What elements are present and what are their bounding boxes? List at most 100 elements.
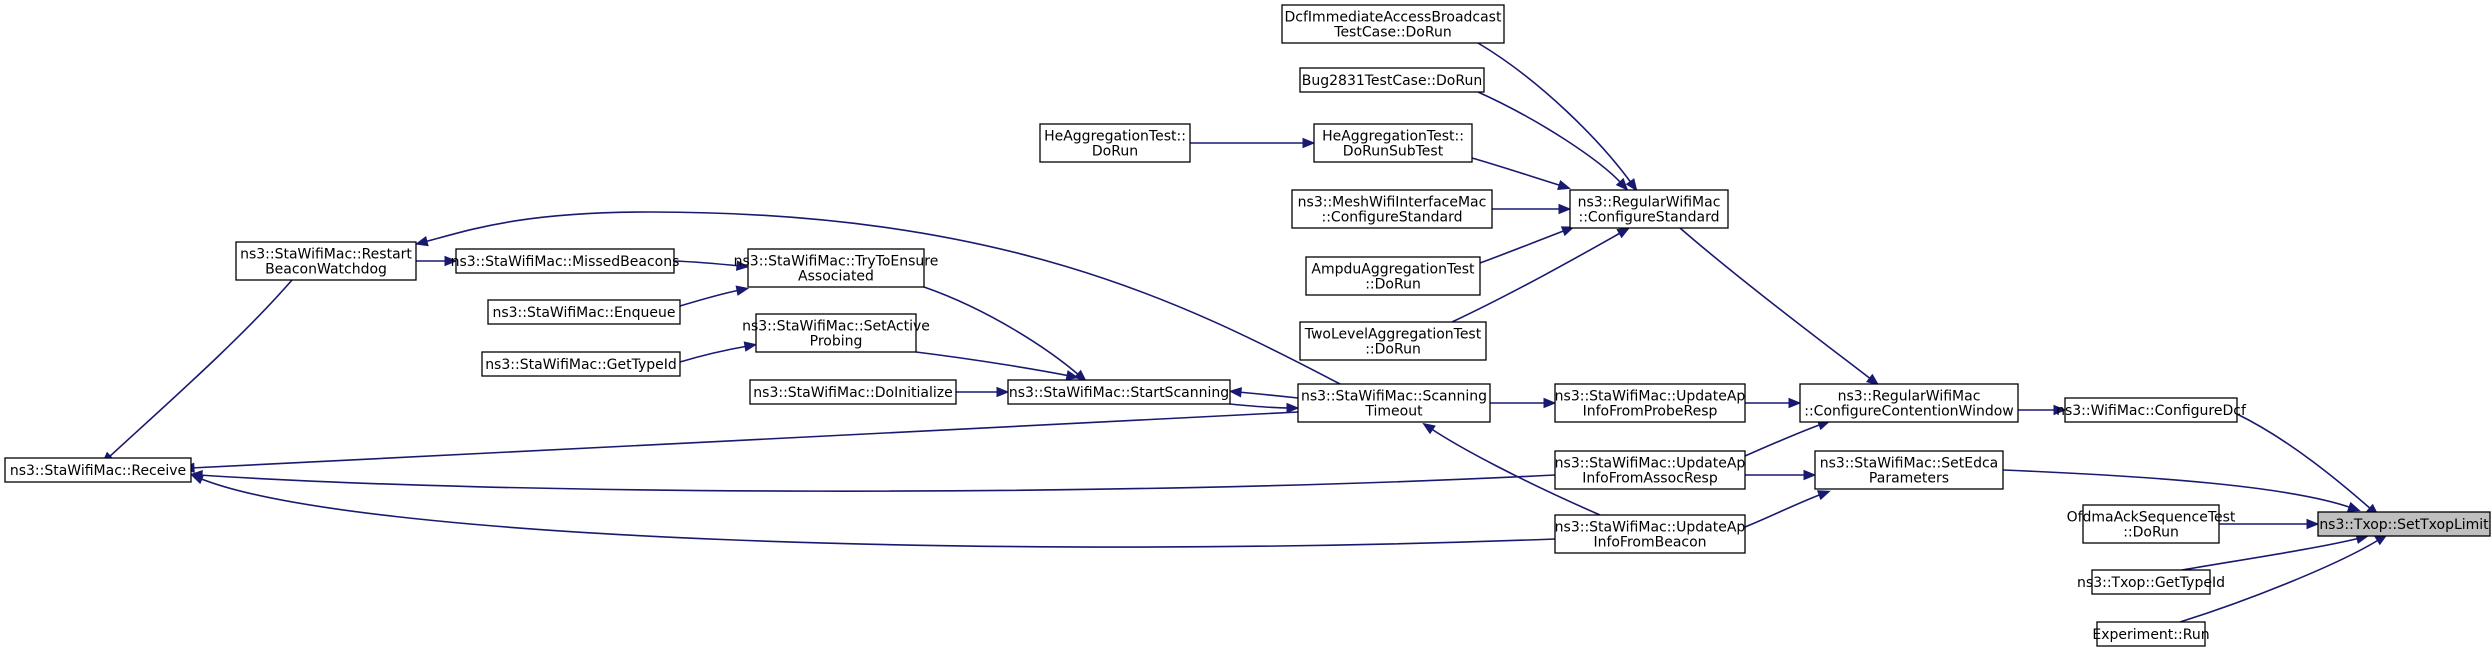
arrowhead-icon [1557, 179, 1571, 190]
node-box [1281, 4, 1505, 44]
node-settxoplimit: ns3::Txop::SetTxopLimit [2317, 511, 2491, 537]
node-box [2096, 621, 2206, 647]
node-startscanning[interactable]: ns3::StaWifiMac::StartScanning [1007, 379, 1231, 405]
arrowhead-icon [735, 260, 750, 271]
arrowhead-icon [1866, 373, 1880, 386]
edge-bug2831-to-configurestandard [1477, 91, 1629, 191]
node-label: ::ConfigureStandard [1322, 210, 1463, 226]
node-label: DoRun [1092, 144, 1138, 160]
node-box [749, 379, 957, 405]
arrowhead-icon [1803, 469, 1817, 481]
arrowhead-icon [996, 386, 1010, 398]
node-stagettypeid[interactable]: ns3::StaWifiMac::GetTypeId [481, 351, 681, 377]
node-label: ns3::StaWifiMac::UpdateAp [1555, 520, 1746, 536]
edge-heagg-to-heaggsub [1189, 137, 1316, 149]
edge-restartbeacon-to-receive [101, 279, 293, 465]
edge-line [198, 474, 1556, 492]
arrowhead-icon [1543, 397, 1557, 409]
node-twolevel[interactable]: TwoLevelAggregationTest::DoRun [1299, 321, 1487, 361]
edge-scanningtimeout-to-probeResp [1490, 397, 1557, 409]
node-dcfimmediate[interactable]: DcfImmediateAccessBroadcastTestCase::DoR… [1281, 4, 1505, 44]
edge-line [2181, 537, 2361, 571]
node-layer: ns3::Txop::SetTxopLimit ns3::WifiMac::Con… [4, 4, 2491, 647]
node-label: ns3::MeshWifiInterfaceMac [1298, 195, 1487, 211]
arrowhead-icon [414, 236, 429, 247]
node-experimentrun[interactable]: Experiment::Run [2092, 621, 2210, 647]
edge-configurestandard-to-contentionwindow [1679, 227, 1880, 386]
node-label: TestCase::DoRun [1333, 25, 1451, 41]
node-label: ns3::Txop::SetTxopLimit [2319, 517, 2489, 533]
edge-setedca-to-settxoplimit [2002, 469, 2361, 512]
edge-line [679, 345, 749, 363]
node-txopgettypeid[interactable]: ns3::Txop::GetTypeId [2077, 569, 2225, 595]
node-label: ns3::StaWifiMac::DoInitialize [753, 385, 952, 401]
node-box [2317, 511, 2491, 537]
node-doinitialize[interactable]: ns3::StaWifiMac::DoInitialize [749, 379, 957, 405]
node-box [1291, 189, 1493, 229]
node-contentionwindow[interactable]: ns3::RegularWifiMac::ConfigureContention… [1799, 383, 2019, 423]
node-heaggsub[interactable]: HeAggregationTest::DoRunSubTest [1313, 123, 1473, 163]
node-box [1039, 123, 1191, 163]
edge-doinitialize-to-startscanning [956, 386, 1010, 398]
node-probeResp[interactable]: ns3::StaWifiMac::UpdateApInfoFromProbeRe… [1554, 383, 1746, 423]
edge-heaggsub-to-configurestandard [1471, 157, 1571, 190]
node-box [755, 313, 917, 353]
node-label: ns3::StaWifiMac::UpdateAp [1555, 456, 1746, 472]
node-label: Bug2831TestCase::DoRun [1302, 73, 1482, 89]
node-enqueue[interactable]: ns3::StaWifiMac::Enqueue [487, 299, 681, 325]
edge-beacon-to-setedca [1744, 490, 1831, 528]
node-ofdmaack[interactable]: OfdmaAckSequenceTest::DoRun [2067, 504, 2236, 544]
node-label: ::ConfigureStandard [1579, 210, 1720, 226]
edge-missedbeacons-to-tryensure [673, 260, 750, 271]
arrowhead-icon [190, 474, 205, 485]
edge-setactiveprobing-to-startscanning [915, 351, 1080, 381]
node-label: HeAggregationTest:: [1044, 129, 1186, 145]
node-label: TwoLevelAggregationTest [1304, 327, 1482, 343]
node-configuredcf[interactable]: ns3::WifiMac::ConfigureDcf [2056, 397, 2247, 423]
node-receive[interactable]: ns3::StaWifiMac::Receive [4, 457, 192, 483]
node-heagg[interactable]: HeAggregationTest::DoRun [1039, 123, 1191, 163]
edge-assocResp-to-receive [189, 469, 1556, 492]
node-box [1007, 379, 1231, 405]
arrowhead-icon [1073, 369, 1088, 383]
node-box [4, 457, 192, 483]
node-box [747, 248, 925, 288]
edge-probeResp-to-contentionwindow [1745, 397, 1802, 409]
node-label: ::DoRun [1365, 277, 1421, 293]
arrowhead-icon [1625, 178, 1638, 192]
node-box [2082, 504, 2220, 544]
node-box [2091, 569, 2211, 595]
node-box [1554, 450, 1746, 490]
node-box [1299, 321, 1487, 361]
node-meshconfig[interactable]: ns3::MeshWifiInterfaceMac::ConfigureStan… [1291, 189, 1493, 229]
node-ampdu[interactable]: AmpduAggregationTest::DoRun [1305, 256, 1481, 296]
edge-line [2236, 413, 2373, 511]
arrowhead-icon [2053, 404, 2067, 416]
node-bug2831[interactable]: Bug2831TestCase::DoRun [1299, 67, 1485, 93]
node-assocResp[interactable]: ns3::StaWifiMac::UpdateApInfoFromAssocRe… [1554, 450, 1746, 490]
node-label: ns3::RegularWifiMac [1578, 195, 1721, 211]
edge-contentionwindow-to-configuredcf [2018, 404, 2067, 416]
edge-line [915, 351, 1071, 377]
node-label: AmpduAggregationTest [1311, 262, 1475, 278]
edge-line [1744, 423, 1823, 457]
node-label: ::DoRun [1365, 342, 1421, 358]
node-label: ns3::Txop::GetTypeId [2077, 575, 2225, 591]
node-label: OfdmaAckSequenceTest [2067, 510, 2236, 526]
node-box [481, 351, 681, 377]
edge-stagettypeid-to-setactiveprobing [679, 341, 758, 363]
node-label: ns3::StaWifiMac::Enqueue [492, 305, 675, 321]
node-label: ns3::StaWifiMac::StartScanning [1009, 385, 1229, 401]
node-configurestandard[interactable]: ns3::RegularWifiMac::ConfigureStandard [1569, 189, 1729, 229]
edge-scanningtimeout-to-restartbeacon [414, 211, 1341, 385]
arrowhead-icon [444, 255, 458, 267]
node-missedbeacons[interactable]: ns3::StaWifiMac::MissedBeacons [451, 248, 680, 274]
arrowhead-icon [1286, 402, 1300, 414]
